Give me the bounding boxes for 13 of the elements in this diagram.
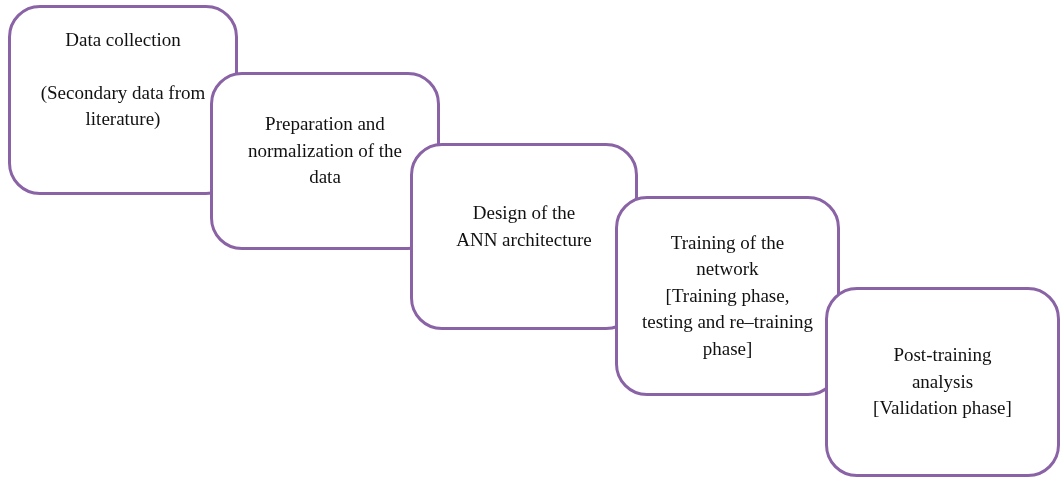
step-detail: [Validation phase]	[873, 396, 1012, 421]
step-title: Training of the network	[669, 230, 786, 282]
step-title: Design of the ANN architecture	[455, 200, 593, 252]
step-box	[8, 5, 238, 195]
step-box	[410, 143, 638, 330]
step-box	[210, 72, 440, 250]
step-box	[825, 287, 1060, 477]
step-title: Preparation and normalization of the data	[246, 112, 404, 190]
step-title: Post-training analysis	[892, 343, 993, 394]
step-box	[615, 196, 840, 396]
step-detail: (Secondary data from literature)	[39, 80, 207, 132]
step-detail: [Training phase, testing and re–training phase]	[641, 283, 814, 361]
step-title: Data collection	[65, 28, 181, 53]
